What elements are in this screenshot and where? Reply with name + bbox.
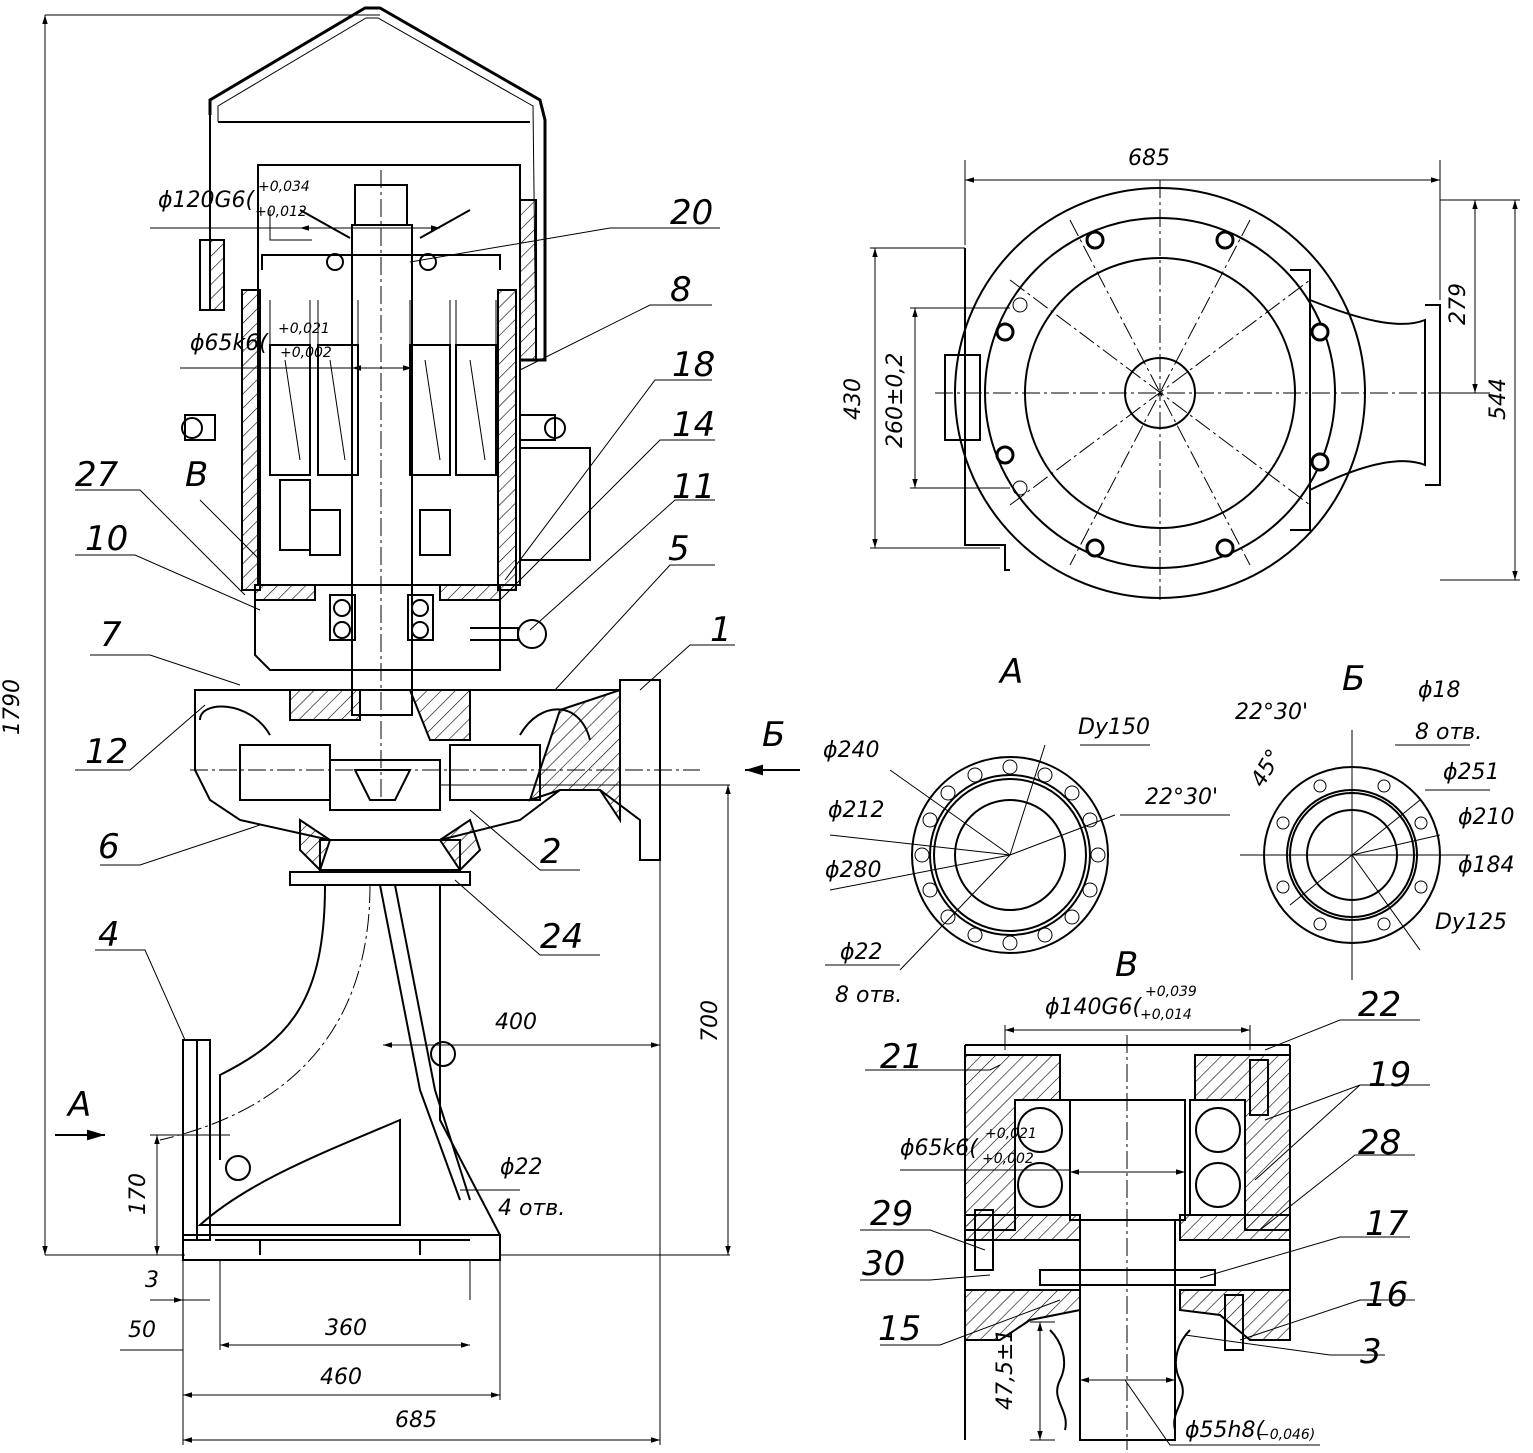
- callout-8: 8: [670, 270, 692, 310]
- callout-15: 15: [878, 1309, 922, 1349]
- callout-29: 29: [870, 1194, 914, 1234]
- dim-1790: 1790: [0, 679, 25, 735]
- tol-phi65-a-up: +0,021: [278, 321, 330, 337]
- callout-21: 21: [880, 1037, 924, 1077]
- callout-27: 27: [75, 455, 119, 495]
- arrow-a-label: А: [68, 1085, 92, 1125]
- main-elevation-view: [42, 6, 800, 1445]
- plan-bolt-holes: [995, 230, 1330, 558]
- dim-phi140: ϕ140G6(: [1045, 995, 1142, 1020]
- callout-1: 1: [710, 610, 732, 650]
- callout-12: 12: [85, 732, 129, 772]
- tol-phi65-b-up: +0,021: [985, 1126, 1037, 1142]
- callout-18: 18: [672, 345, 716, 385]
- dim-holes-8-b: 8 отв.: [1415, 720, 1483, 745]
- dim-phi280: ϕ280: [825, 858, 882, 883]
- callout-7: 7: [100, 615, 122, 655]
- plan-view: [870, 160, 1520, 600]
- dim-700: 700: [698, 1000, 723, 1042]
- callout-14: 14: [672, 405, 716, 445]
- section-v-detail: [860, 1019, 1430, 1450]
- callout-24: 24: [540, 917, 584, 957]
- tol-phi120-up: +0,034: [258, 179, 310, 195]
- dim-685-top: 685: [1128, 146, 1170, 171]
- dim-430: 430: [841, 378, 866, 420]
- arrow-b-label: Б: [762, 715, 786, 755]
- dim-phi212: ϕ212: [828, 798, 885, 823]
- tol-phi55: −0,046): [1258, 1427, 1316, 1443]
- dim-holes-8-a: 8 отв.: [835, 983, 903, 1008]
- section-v-title: В: [1115, 945, 1139, 985]
- dim-544: 544: [1486, 378, 1511, 420]
- callout-11: 11: [672, 467, 716, 507]
- callout-16: 16: [1365, 1275, 1409, 1315]
- callout-6: 6: [98, 827, 120, 867]
- tol-phi140-dn: +0,014: [1140, 1007, 1192, 1023]
- tol-phi140-up: +0,039: [1145, 984, 1197, 1000]
- dim-holes-4: 4 отв.: [498, 1196, 566, 1221]
- dim-phi65-a: ϕ65k6(: [190, 331, 268, 356]
- callout-2: 2: [540, 832, 562, 872]
- callout-17: 17: [1365, 1204, 1409, 1244]
- view-b-bolt-holes: [1276, 779, 1428, 931]
- dim-phi240: ϕ240: [823, 738, 880, 763]
- view-a-flange: [825, 744, 1230, 971]
- callout-28: 28: [1358, 1123, 1402, 1163]
- callout-20: 20: [670, 193, 714, 233]
- callout-4: 4: [98, 915, 120, 955]
- dim-phi65-b: ϕ65k6(: [900, 1136, 978, 1161]
- dim-phi210: ϕ210: [1458, 805, 1515, 830]
- view-a-title: А: [1000, 652, 1024, 692]
- dim-phi22-base: ϕ22: [500, 1155, 543, 1180]
- dim-angle-a: 22°30': [1145, 785, 1219, 810]
- dim-400: 400: [495, 1010, 537, 1035]
- dim-phi55: ϕ55h8(: [1185, 1418, 1265, 1443]
- dim-3: 3: [145, 1268, 159, 1293]
- view-v-marker: В: [185, 455, 209, 495]
- dim-phi120: ϕ120G6(: [158, 188, 255, 213]
- callout-5: 5: [668, 529, 690, 569]
- callout-3: 3: [1360, 1332, 1382, 1372]
- dim-phi184: ϕ184: [1458, 853, 1515, 878]
- dim-260: 260±0,2: [883, 352, 908, 448]
- dim-phi22-a: ϕ22: [840, 940, 883, 965]
- dim-460: 460: [320, 1365, 362, 1390]
- dim-279: 279: [1446, 283, 1471, 325]
- dim-47-5: 47,5±1: [993, 1328, 1018, 1410]
- dim-phi251: ϕ251: [1443, 760, 1500, 785]
- callout-30: 30: [862, 1244, 906, 1284]
- tol-phi65-b-dn: +0,002: [982, 1151, 1034, 1167]
- dim-angle-b: 22°30': [1235, 700, 1309, 725]
- tol-phi65-a-dn: +0,002: [280, 345, 332, 361]
- callout-19: 19: [1368, 1055, 1412, 1095]
- view-b-flange: [1240, 730, 1490, 980]
- dim-dy150: Dy150: [1078, 715, 1150, 740]
- callout-22: 22: [1358, 985, 1402, 1025]
- dim-170: 170: [126, 1173, 151, 1215]
- dim-685-bottom: 685: [395, 1408, 437, 1433]
- callout-10: 10: [85, 519, 129, 559]
- view-b-title: Б: [1342, 659, 1366, 699]
- view-a-bolt-holes: [914, 759, 1106, 951]
- dim-360: 360: [325, 1316, 367, 1341]
- dim-phi18: ϕ18: [1418, 678, 1461, 703]
- dim-dy125: Dy125: [1435, 910, 1507, 935]
- tol-phi120-dn: +0,012: [255, 204, 307, 220]
- dim-50: 50: [128, 1318, 156, 1343]
